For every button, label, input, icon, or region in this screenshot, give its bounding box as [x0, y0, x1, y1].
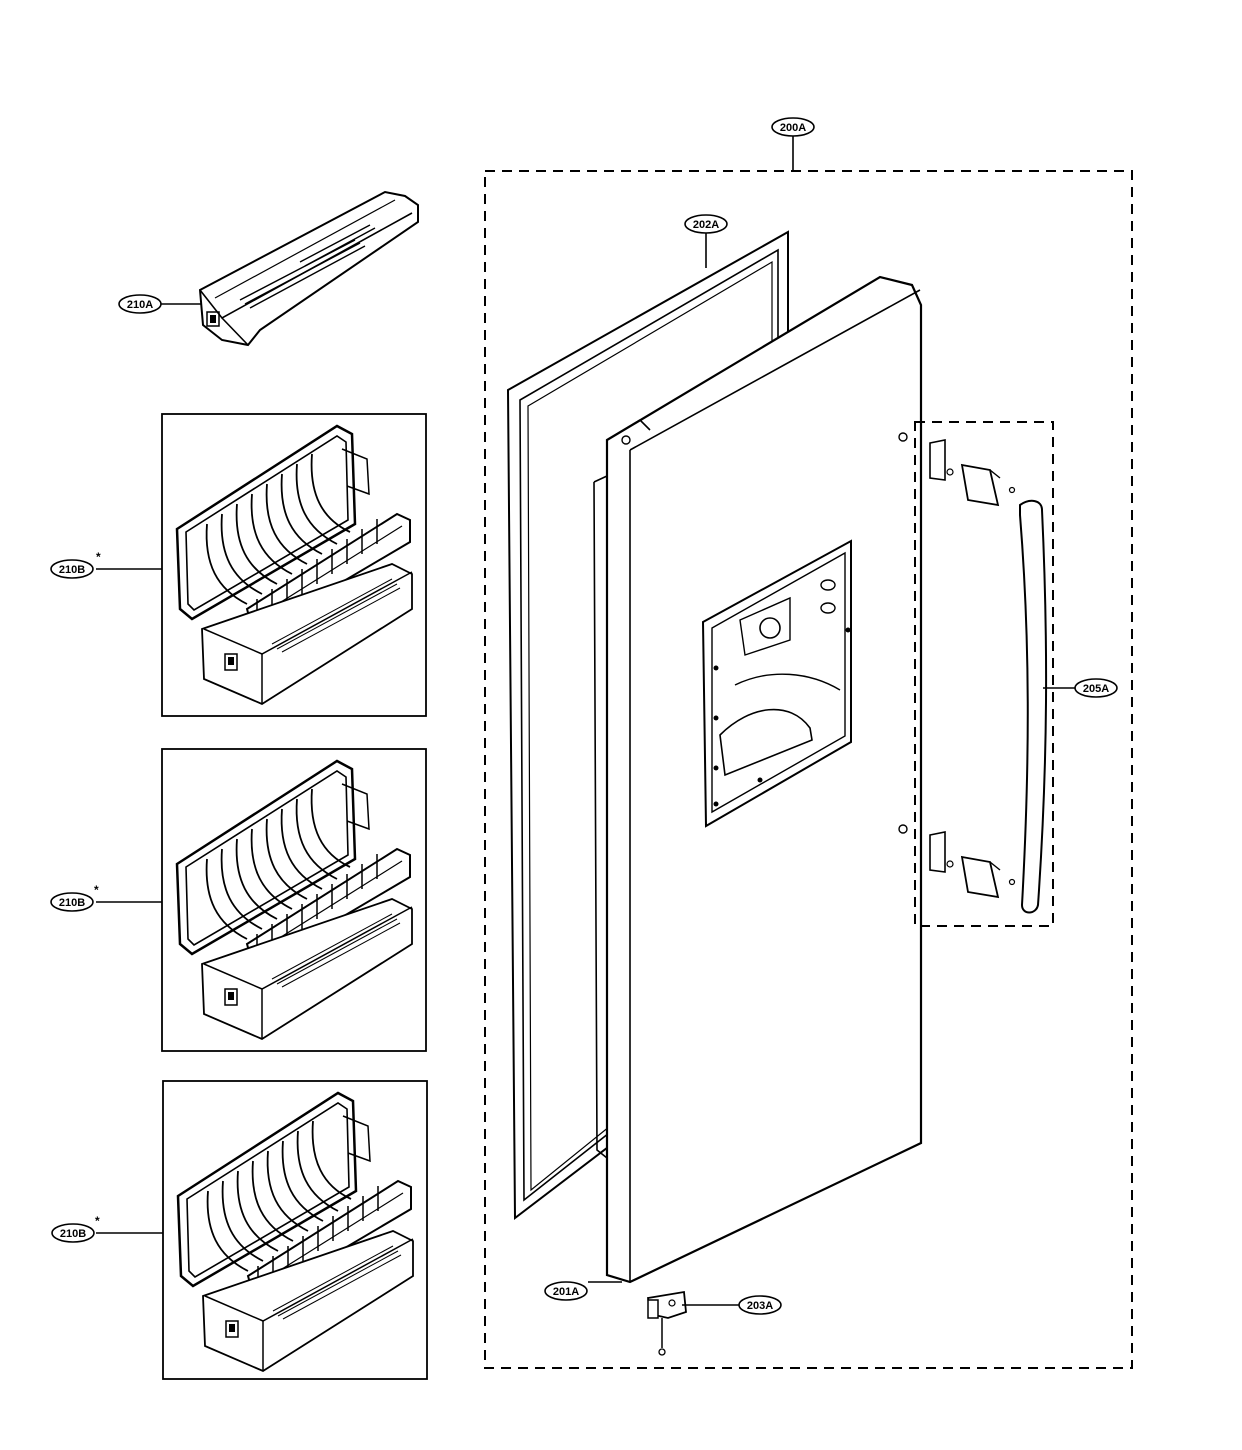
callout-label: 210B: [60, 1228, 86, 1240]
small-door-bin: [198, 190, 419, 347]
asterisk: *: [96, 550, 101, 564]
callout-label: 201A: [553, 1286, 579, 1298]
callout-203a: 203A: [738, 1295, 782, 1315]
callout-label: 205A: [1083, 683, 1109, 695]
callout-210b-3: 210B *: [51, 1214, 100, 1243]
callout-201a: 201A: [544, 1281, 588, 1301]
leader-lines: [96, 232, 1076, 1306]
asterisk: *: [94, 883, 99, 897]
callout-label: 203A: [747, 1300, 773, 1312]
callout-label: 200A: [780, 122, 806, 134]
callout-202a: 202A: [684, 214, 728, 234]
door-panel: [593, 275, 923, 1284]
basket-frame-2: [161, 748, 427, 1052]
callout-label: 210B: [59, 564, 85, 576]
callout-200a: 200A: [771, 117, 815, 137]
callout-210b-2: 210B *: [50, 883, 99, 912]
door-assembly-outline: [484, 170, 1133, 1369]
handle-assembly: [898, 421, 1054, 927]
asterisk: *: [95, 1214, 100, 1228]
door-hinge: [646, 1290, 687, 1356]
callout-label: 210B: [59, 897, 85, 909]
callout-205a: 205A: [1074, 678, 1118, 698]
callout-label: 210A: [127, 299, 153, 311]
basket-frame-3: [162, 1080, 428, 1380]
basket-frame-1: [161, 413, 427, 717]
callout-label: 202A: [693, 219, 719, 231]
callout-210b-1: 210B *: [50, 550, 101, 579]
callout-210a: 210A: [118, 294, 162, 314]
